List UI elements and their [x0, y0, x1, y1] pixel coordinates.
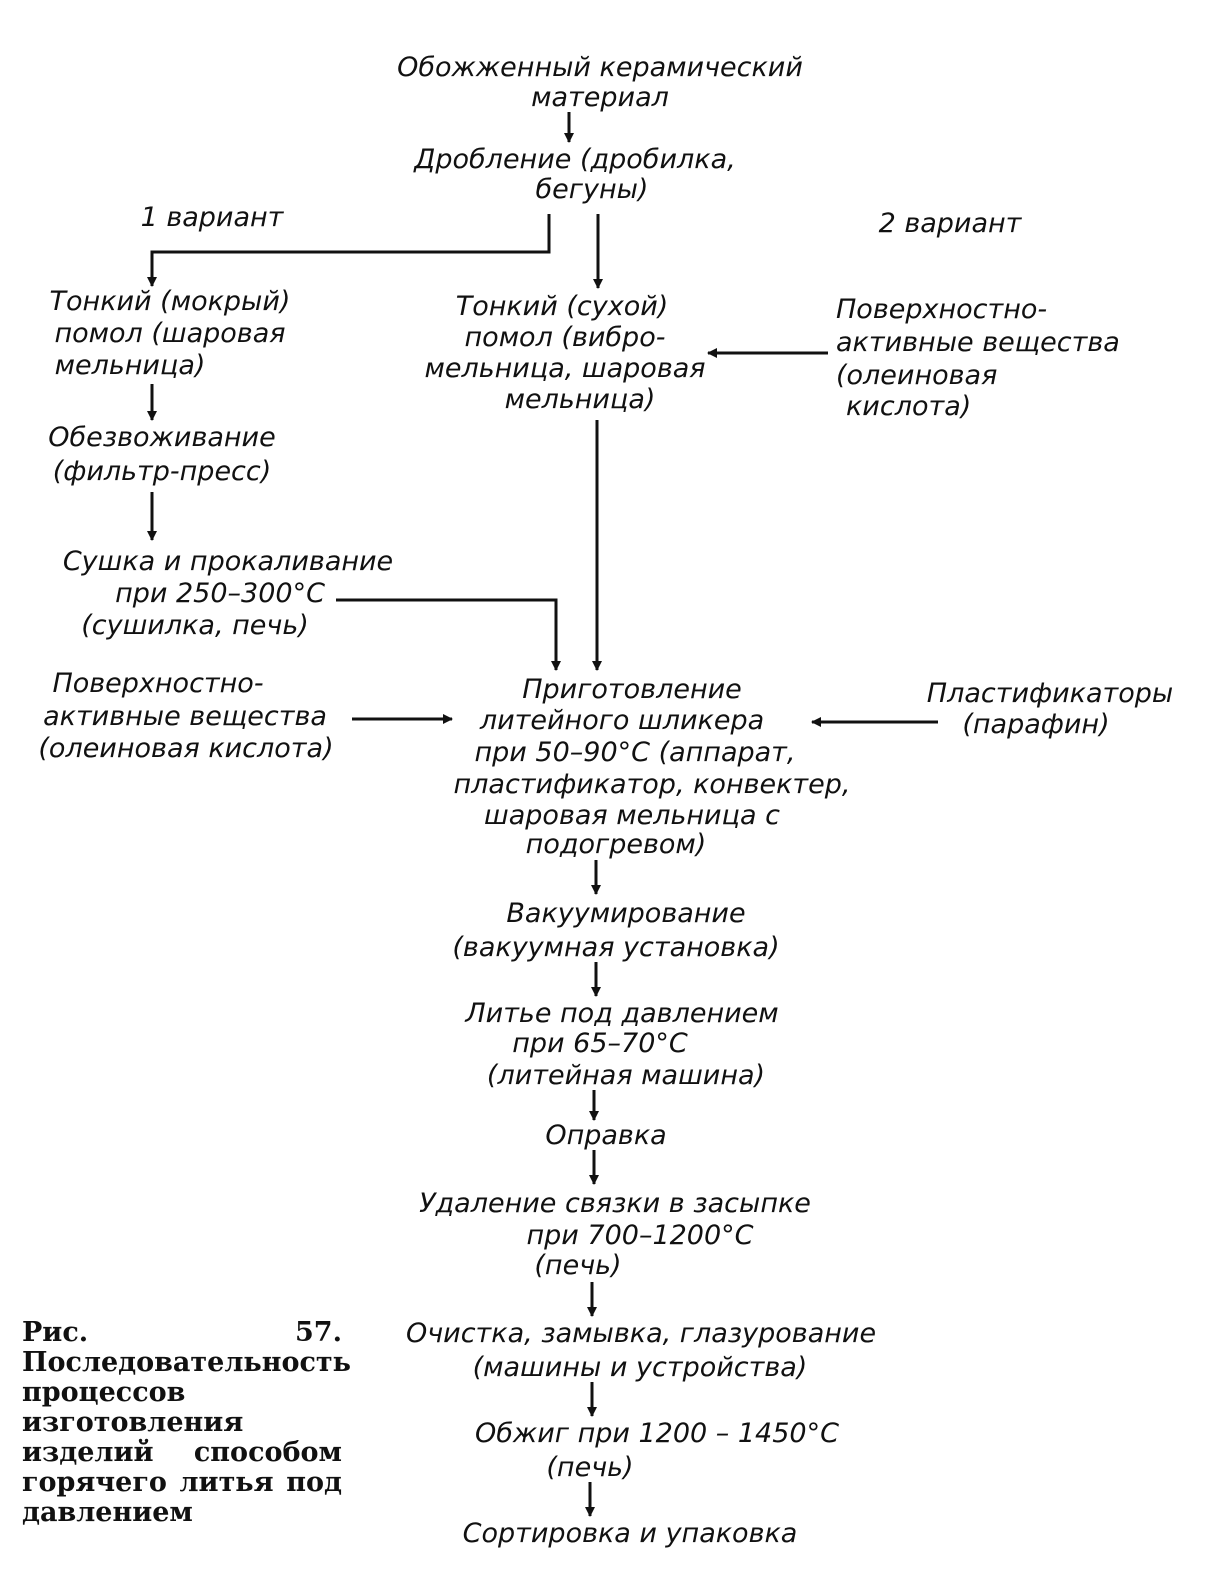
node-dry-grinding-line-1: Тонкий (сухой)	[456, 291, 669, 322]
node-plasticizers: Пластификаторы (парафин)	[927, 678, 1173, 740]
node-firing-line-1: Обжиг при 1200 – 1450°С	[475, 1418, 839, 1449]
node-slip-preparation-line-3: при 50–90°С (аппарат,	[475, 737, 796, 768]
node-trimming: Оправка	[545, 1120, 666, 1151]
arrow-crushing-to-wet-grinding	[147, 214, 551, 287]
node-crushing-line-1: Дробление (дробилка,	[413, 144, 735, 175]
node-binder-removal-line-1: Удаление связки в засыпке	[419, 1188, 811, 1219]
figure-caption: Рис. 57. Последовательность процессов из…	[22, 1317, 351, 1528]
node-firing-line-2: (печь)	[546, 1452, 633, 1483]
node-vacuuming-line-1: Вакуумирование	[506, 898, 745, 929]
node-drying-line-2: при 250–300°С	[115, 578, 325, 609]
node-binder-removal: Удаление связки в засыпке при 700–1200°С…	[419, 1188, 811, 1281]
node-wet-grinding-line-3: мельница)	[55, 350, 206, 381]
node-vacuuming: Вакуумирование (вакуумная установка)	[452, 898, 779, 963]
node-firing: Обжиг при 1200 – 1450°С (печь)	[475, 1418, 839, 1483]
node-vacuuming-line-2: (вакуумная установка)	[452, 932, 779, 963]
node-slip-preparation-line-2: литейного шликера	[479, 705, 764, 736]
node-wet-grinding-line-1: Тонкий (мокрый)	[50, 286, 291, 317]
node-drying: Сушка и прокаливание при 250–300°С (суши…	[63, 546, 393, 641]
label-variant-2: 2 вариант	[879, 208, 1023, 239]
node-surfactants-left-line-3: (олеиновая кислота)	[38, 733, 333, 764]
node-dry-grinding: Тонкий (сухой) помол (вибро- мельница, ш…	[424, 291, 705, 415]
node-drying-line-3: (сушилка, печь)	[81, 610, 309, 641]
node-surfactants-top-line-1: Поверхностно-	[836, 294, 1047, 325]
node-slip-preparation-line-5: шаровая мельница с	[484, 800, 780, 831]
node-slip-preparation-line-1: Приготовление	[522, 674, 742, 705]
node-fired-material-line-2: материал	[531, 82, 669, 113]
node-surfactants-top-line-4: кислота)	[846, 391, 971, 422]
arrow-drying-to-slip	[336, 598, 561, 671]
node-cleaning-line-2: (машины и устройства)	[473, 1352, 808, 1383]
node-dry-grinding-line-3: мельница, шаровая	[424, 353, 705, 384]
node-surfactants-left-line-1: Поверхностно-	[52, 668, 263, 699]
node-slip-preparation-line-6: подогревом)	[526, 829, 707, 860]
label-variant-1: 1 вариант	[141, 202, 285, 233]
node-dewatering-line-1: Обезвоживание	[48, 422, 275, 453]
node-slip-preparation-line-4: пластификатор, конвектер,	[454, 769, 851, 800]
node-wet-grinding: Тонкий (мокрый) помол (шаровая мельница)	[50, 286, 291, 381]
node-cleaning: Очистка, замывка, глазурование (машины и…	[406, 1318, 876, 1383]
node-surfactants-top: Поверхностно- активные вещества (олеинов…	[836, 294, 1120, 422]
node-surfactants-left-line-2: активные вещества	[43, 701, 327, 732]
node-dry-grinding-line-2: помол (вибро-	[465, 322, 666, 353]
node-plasticizers-line-2: (парафин)	[962, 709, 1109, 740]
node-pressure-casting-line-1: Литье под давлением	[464, 998, 778, 1029]
node-surfactants-top-line-2: активные вещества	[836, 327, 1120, 358]
node-dry-grinding-line-4: мельница)	[505, 384, 656, 415]
node-cleaning-line-1: Очистка, замывка, глазурование	[406, 1318, 876, 1349]
node-wet-grinding-line-2: помол (шаровая	[54, 318, 285, 349]
node-pressure-casting: Литье под давлением при 65–70°С (литейна…	[464, 998, 778, 1091]
node-surfactants-top-line-3: (олеиновая	[836, 360, 997, 391]
node-dewatering: Обезвоживание (фильтр-пресс)	[48, 422, 275, 487]
node-slip-preparation: Приготовление литейного шликера при 50–9…	[454, 674, 851, 860]
node-crushing-line-2: бегуны)	[536, 174, 649, 205]
node-surfactants-left: Поверхностно- активные вещества (олеинов…	[38, 668, 333, 764]
node-binder-removal-line-3: (печь)	[534, 1250, 621, 1281]
node-pressure-casting-line-3: (литейная машина)	[487, 1060, 765, 1091]
node-fired-material: Обожженный керамический материал	[397, 52, 803, 113]
node-drying-line-1: Сушка и прокаливание	[63, 546, 393, 577]
node-plasticizers-line-1: Пластификаторы	[927, 678, 1173, 709]
node-crushing: Дробление (дробилка, бегуны)	[413, 144, 735, 205]
node-dewatering-line-2: (фильтр-пресс)	[53, 456, 272, 487]
node-fired-material-line-1: Обожженный керамический	[397, 52, 803, 83]
node-binder-removal-line-2: при 700–1200°С	[526, 1220, 753, 1251]
node-sorting: Сортировка и упаковка	[463, 1518, 798, 1549]
node-pressure-casting-line-2: при 65–70°С	[512, 1028, 688, 1059]
